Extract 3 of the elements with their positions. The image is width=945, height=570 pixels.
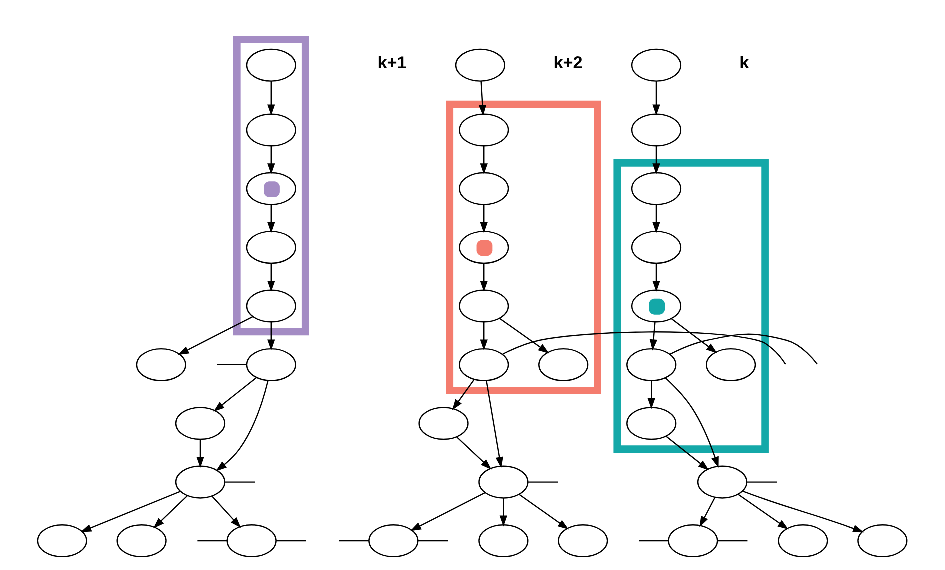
- label: k+1: [378, 54, 407, 73]
- label: k+2: [554, 54, 583, 73]
- label: k: [740, 54, 750, 73]
